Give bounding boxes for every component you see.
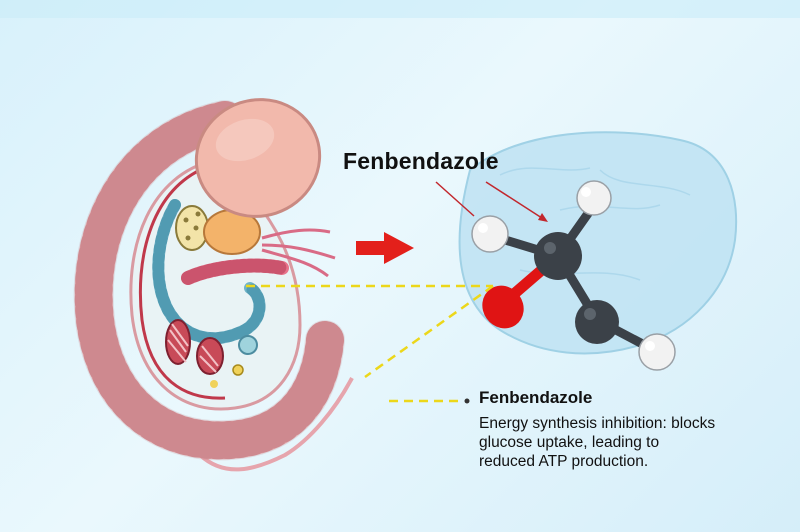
- carbon-atom: [575, 300, 619, 344]
- dashed-connectors: [246, 284, 494, 404]
- oxygen-atom: [482, 285, 524, 329]
- caption-box: Fenbendazole Energy synthesis inhibition…: [479, 388, 789, 471]
- fenbendazole-label: Fenbendazole: [343, 148, 499, 174]
- caption-line-3: reduced ATP production.: [479, 453, 649, 470]
- carbon-atom: [534, 232, 582, 280]
- caption-line-1: Energy synthesis inhibition: blocks: [479, 415, 716, 432]
- hydrogen-atom: [638, 333, 676, 371]
- label-pointers: [435, 181, 548, 222]
- organism-illustration: [73, 98, 354, 472]
- caption-text: Energy synthesis inhibition: blocks gluc…: [479, 414, 789, 471]
- direction-arrow: [356, 232, 414, 264]
- molecule-model: [471, 180, 676, 371]
- caption-title: Fenbendazole: [479, 388, 593, 407]
- cell-blob: [458, 131, 738, 355]
- caption-line-2: glucose uptake, leading to: [479, 434, 660, 451]
- hydrogen-atom: [576, 180, 612, 216]
- hydrogen-atom: [471, 215, 509, 253]
